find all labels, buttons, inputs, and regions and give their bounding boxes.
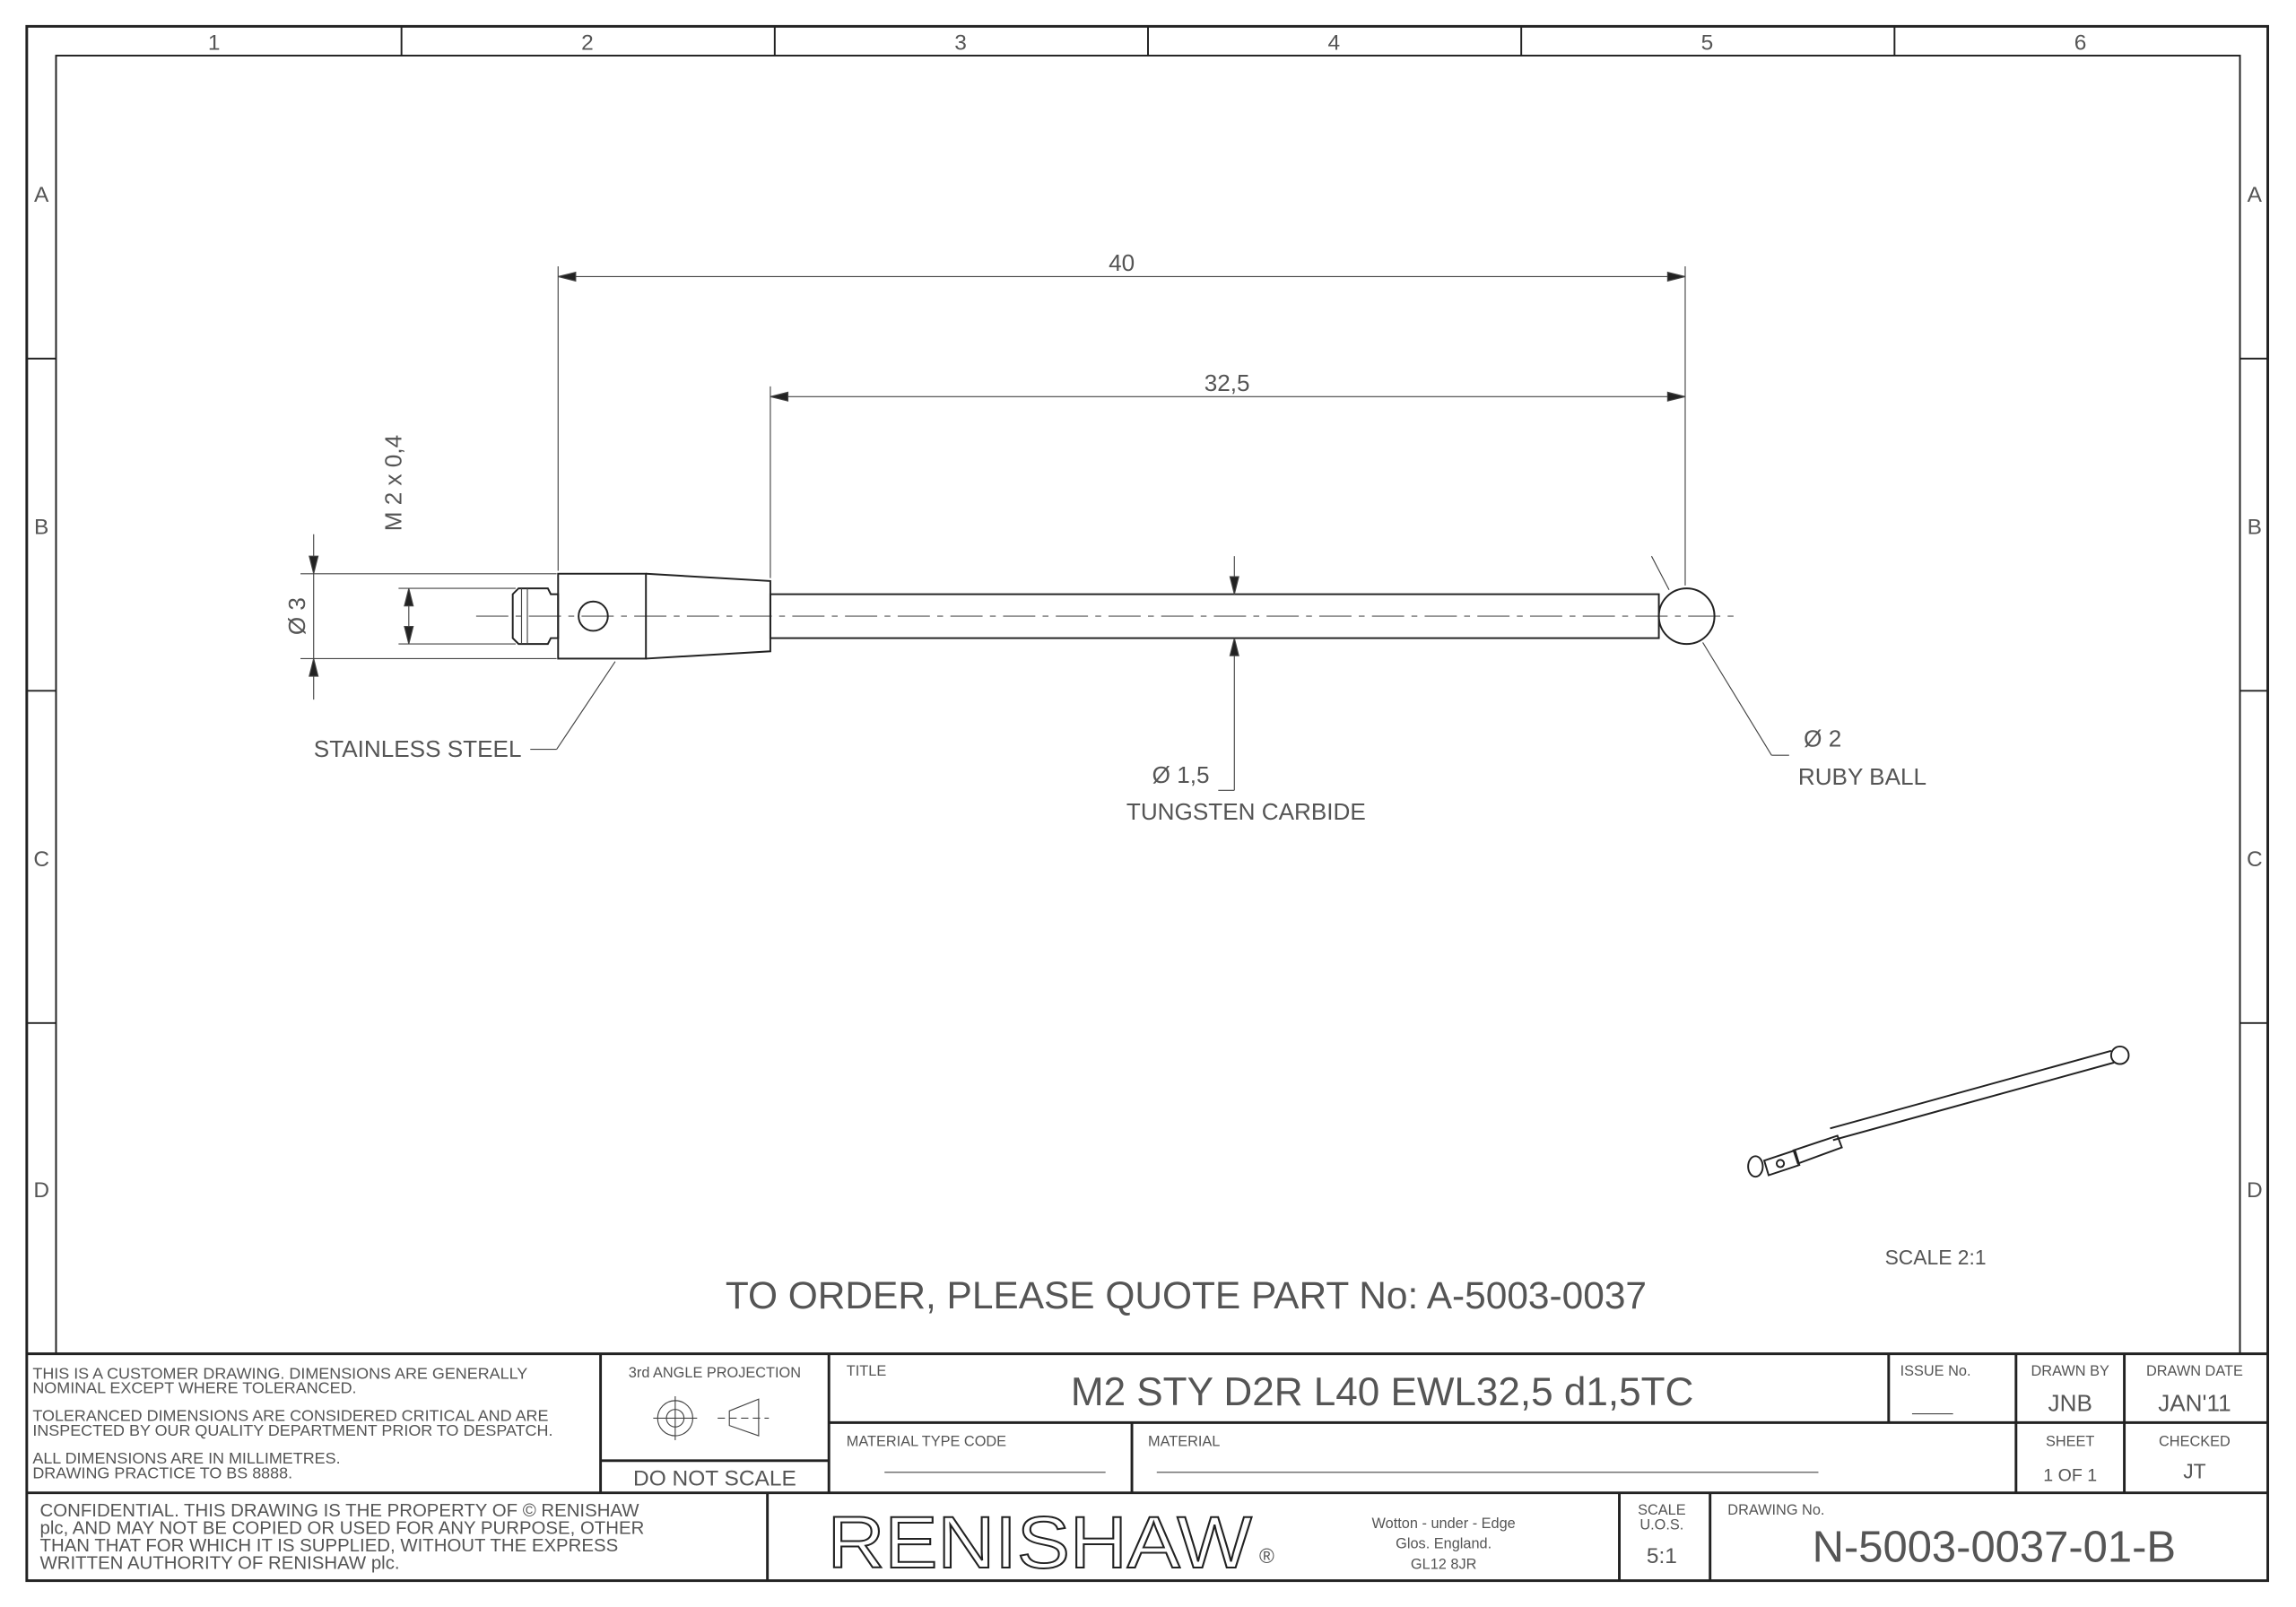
do-not-scale: DO NOT SCALE	[633, 1467, 796, 1491]
drawn-date: JAN'11	[2158, 1389, 2231, 1416]
note-line-2: NOMINAL EXCEPT WHERE TOLERANCED.	[32, 1379, 356, 1397]
scale-value: 5:1	[1647, 1544, 1677, 1568]
drawing-no-label: DRAWING No.	[1727, 1502, 1824, 1518]
confidential-line-1: CONFIDENTIAL. THIS DRAWING IS THE PROPER…	[40, 1501, 640, 1521]
issue-value: __	[1922, 1399, 1944, 1419]
body	[557, 572, 648, 660]
label-ball-material: RUBY BALL	[1798, 763, 1926, 790]
blank-entry-lines	[884, 1412, 1953, 1473]
inner-border	[55, 55, 2241, 1355]
zone-row-d-right: D	[2247, 1178, 2263, 1203]
order-note: TO ORDER, PLEASE QUOTE PART No: A-5003-0…	[726, 1274, 1647, 1316]
zone-dividers	[26, 26, 2268, 1024]
dim-effective-length: 32,5	[1205, 369, 1250, 396]
material-type-code-label: MATERIAL TYPE CODE	[847, 1433, 1006, 1449]
scale-uos-label: U.O.S.	[1639, 1517, 1683, 1533]
zone-col-1: 1	[208, 30, 221, 55]
zone-row-a-right: A	[2248, 183, 2263, 207]
stylus-side-view	[475, 572, 1735, 660]
checked-label: CHECKED	[2159, 1433, 2231, 1449]
title-block-grid	[26, 1352, 2268, 1581]
drawn-date-label: DRAWN DATE	[2146, 1363, 2243, 1379]
zone-row-a: A	[34, 183, 49, 207]
material-label: MATERIAL	[1148, 1433, 1220, 1449]
drawing-number: N-5003-0037-01-B	[1813, 1523, 2176, 1571]
ruby-ball	[1657, 587, 1716, 646]
logo-registered-mark: ®	[1259, 1544, 1274, 1568]
label-stem-material: TUNGSTEN CARBIDE	[1126, 798, 1366, 825]
confidential-line-4: WRITTEN AUTHORITY OF RENISHAW plc.	[40, 1554, 400, 1574]
dim-overall-length: 40	[1109, 249, 1135, 276]
scale-label: SCALE	[1638, 1502, 1686, 1518]
zone-col-4: 4	[1327, 30, 1340, 55]
zone-col-6: 6	[2074, 30, 2087, 55]
confidential-line-2: plc, AND MAY NOT BE COPIED OR USED FOR A…	[40, 1518, 645, 1538]
note-line-1: THIS IS A CUSTOMER DRAWING. DIMENSIONS A…	[32, 1364, 527, 1382]
zone-row-c-right: C	[2247, 847, 2263, 872]
renishaw-logo: RENISHAW	[828, 1502, 1252, 1584]
iso-scale: SCALE 2:1	[1885, 1246, 1987, 1269]
dim-ball-dia: Ø 2	[1804, 725, 1841, 751]
zone-row-b-right: B	[2248, 516, 2262, 540]
confidential-line-3: THAN THAT FOR WHICH IT IS SUPPLIED, WITH…	[40, 1536, 619, 1556]
issue-label: ISSUE No.	[1900, 1363, 1971, 1379]
cross-hole	[578, 600, 609, 632]
projection-label: 3rd ANGLE PROJECTION	[629, 1365, 801, 1381]
zone-col-3: 3	[954, 30, 967, 55]
zone-col-2: 2	[581, 30, 594, 55]
zone-row-c: C	[33, 847, 49, 872]
address-line-2: Glos. England.	[1396, 1536, 1492, 1552]
thread	[511, 587, 560, 646]
sheet-value: 1 OF 1	[2043, 1466, 2097, 1486]
address-line-3: GL12 8JR	[1411, 1557, 1477, 1573]
dimension-lines	[300, 266, 1789, 791]
drawn-by-label: DRAWN BY	[2031, 1363, 2109, 1379]
zone-row-b: B	[34, 516, 48, 540]
dim-body-dia: Ø 3	[283, 597, 310, 635]
zone-col-5: 5	[1701, 30, 1714, 55]
projection-symbol	[653, 1395, 770, 1440]
dim-thread: M 2 x 0,4	[380, 435, 407, 531]
title-label: TITLE	[847, 1363, 887, 1379]
note-line-4: INSPECTED BY OUR QUALITY DEPARTMENT PRIO…	[32, 1421, 552, 1439]
note-line-5: ALL DIMENSIONS ARE IN MILLIMETRES.	[32, 1449, 340, 1467]
zone-row-d: D	[33, 1178, 49, 1203]
note-line-6: DRAWING PRACTICE TO BS 8888.	[32, 1464, 292, 1481]
label-body-material: STAINLESS STEEL	[314, 735, 522, 762]
dim-stem-dia: Ø 1,5	[1152, 761, 1210, 788]
note-line-3: TOLERANCED DIMENSIONS ARE CONSIDERED CRI…	[32, 1407, 548, 1425]
address-line-1: Wotton - under - Edge	[1372, 1516, 1516, 1532]
drawn-by: JNB	[2048, 1389, 2092, 1416]
sheet-label: SHEET	[2046, 1433, 2094, 1449]
stylus-iso-view	[1747, 1045, 2130, 1178]
drawing-title: M2 STY D2R L40 EWL32,5 d1,5TC	[1071, 1370, 1693, 1414]
checked-value: JT	[2183, 1459, 2205, 1482]
